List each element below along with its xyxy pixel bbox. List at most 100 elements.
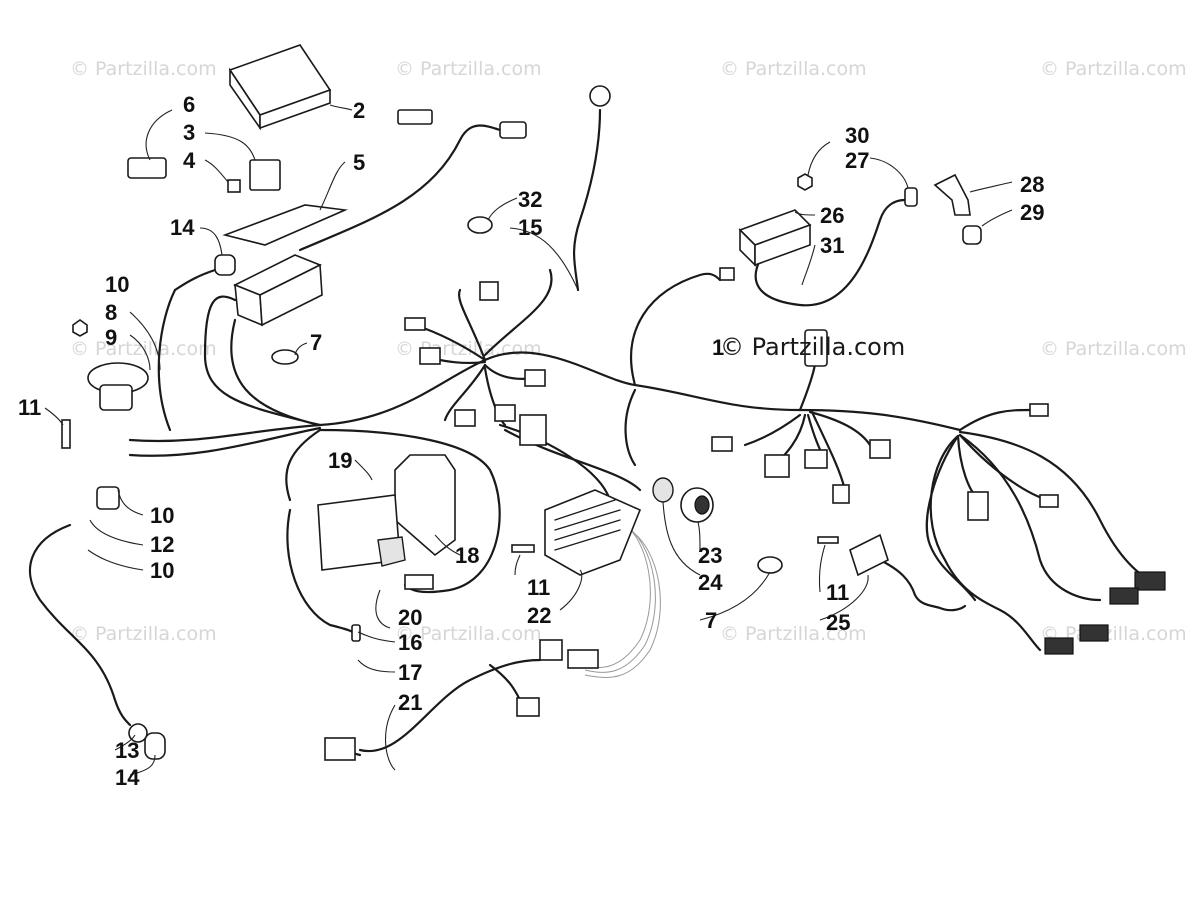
callout-25: 25 bbox=[826, 610, 850, 635]
starter-solenoid bbox=[87, 362, 149, 411]
fuse-label-sheet bbox=[222, 204, 348, 246]
connector bbox=[832, 484, 850, 504]
nut bbox=[72, 319, 88, 337]
connector bbox=[1044, 637, 1074, 655]
connector bbox=[494, 404, 516, 422]
connector bbox=[479, 281, 499, 301]
nut bbox=[797, 173, 813, 191]
callout-15: 15 bbox=[518, 215, 542, 240]
connector bbox=[869, 439, 891, 459]
callout-6: 6 bbox=[183, 92, 195, 117]
connector bbox=[567, 649, 599, 669]
hose-cap bbox=[962, 225, 982, 245]
callout-21: 21 bbox=[398, 690, 422, 715]
connector bbox=[404, 317, 426, 331]
watermark-text: © Partzilla.com bbox=[70, 58, 217, 80]
wire-clip bbox=[757, 556, 783, 574]
callout-32: 32 bbox=[518, 187, 542, 212]
fuse-box-cover bbox=[228, 44, 332, 131]
callout-16: 16 bbox=[398, 630, 422, 655]
callout-29: 29 bbox=[1020, 200, 1044, 225]
connector bbox=[1079, 624, 1109, 642]
callout-3: 3 bbox=[183, 120, 195, 145]
main-harness bbox=[28, 108, 1152, 757]
connector bbox=[524, 369, 546, 387]
connector bbox=[1109, 587, 1139, 605]
cdi-unit bbox=[317, 494, 406, 571]
watermark-text: © Partzilla.com bbox=[720, 58, 867, 80]
watermark-text: © Partzilla.com bbox=[395, 58, 542, 80]
connector bbox=[397, 109, 433, 125]
parts-layer bbox=[61, 44, 1166, 761]
callout-labels: 1 © Partzilla.com 2 3 4 5 6 7 7 8 9 10 1… bbox=[18, 92, 1044, 790]
watermark-text: © Partzilla.com bbox=[1040, 623, 1187, 645]
leader-lines bbox=[44, 104, 1013, 776]
connector bbox=[719, 267, 735, 281]
connector bbox=[454, 409, 476, 427]
connector bbox=[967, 491, 989, 521]
callout-10: 10 bbox=[105, 272, 129, 297]
hose-fitting bbox=[904, 187, 918, 207]
screw bbox=[817, 536, 839, 544]
ecu-bracket bbox=[394, 454, 456, 557]
callout-14: 14 bbox=[170, 215, 195, 240]
voltage-regulator bbox=[544, 489, 642, 576]
connector bbox=[324, 737, 356, 761]
sensor-plate bbox=[849, 533, 889, 577]
callout-4: 4 bbox=[183, 148, 196, 173]
callout-10: 10 bbox=[150, 503, 174, 528]
connector bbox=[804, 449, 828, 469]
watermark-text: © Partzilla.com bbox=[1040, 338, 1187, 360]
connector bbox=[404, 574, 434, 590]
callout-11: 11 bbox=[527, 575, 550, 600]
watermark-text: © Partzilla.com bbox=[1040, 58, 1187, 80]
watermark-layer: © Partzilla.com © Partzilla.com © Partzi… bbox=[70, 58, 1187, 645]
outlet-retainer bbox=[652, 477, 674, 503]
callout-12: 12 bbox=[150, 532, 174, 557]
callout-31: 31 bbox=[820, 233, 844, 258]
watermark-text: © Partzilla.com bbox=[395, 623, 542, 645]
fuse bbox=[227, 179, 241, 193]
connector bbox=[1029, 403, 1049, 417]
callout-17: 17 bbox=[398, 660, 422, 685]
callout-14: 14 bbox=[115, 765, 140, 790]
fuse-box bbox=[233, 254, 323, 327]
connector bbox=[539, 639, 563, 661]
screw bbox=[511, 544, 535, 553]
callout-19: 19 bbox=[328, 448, 352, 473]
relay-block bbox=[127, 157, 167, 179]
connector bbox=[711, 436, 733, 452]
connector bbox=[1134, 571, 1166, 591]
ring-terminal bbox=[589, 85, 611, 107]
sensor bbox=[351, 624, 361, 642]
callout-30: 30 bbox=[845, 123, 869, 148]
callout-11: 11 bbox=[826, 580, 849, 605]
hose-elbow bbox=[933, 173, 971, 216]
callout-18: 18 bbox=[455, 543, 479, 568]
callout-1: 1 bbox=[712, 335, 724, 360]
connector bbox=[1039, 494, 1059, 508]
power-outlet bbox=[680, 487, 714, 523]
callout-22: 22 bbox=[527, 603, 551, 628]
callout-27: 27 bbox=[845, 148, 869, 173]
wire-clip bbox=[467, 216, 493, 234]
callout-10: 10 bbox=[150, 558, 174, 583]
bracket bbox=[96, 486, 120, 510]
connector bbox=[764, 454, 790, 478]
callout-2: 2 bbox=[353, 98, 365, 123]
wire-clip bbox=[271, 349, 299, 365]
callout-5: 5 bbox=[353, 150, 365, 175]
watermark-text: © Partzilla.com bbox=[70, 623, 217, 645]
watermark-text: © Partzilla.com bbox=[720, 333, 905, 361]
callout-8: 8 bbox=[105, 300, 117, 325]
terminal-boot bbox=[214, 254, 236, 276]
callout-26: 26 bbox=[820, 203, 844, 228]
screw bbox=[61, 419, 71, 449]
connector bbox=[519, 414, 547, 446]
watermark-text: © Partzilla.com bbox=[720, 623, 867, 645]
relay bbox=[249, 159, 281, 191]
callout-13: 13 bbox=[115, 738, 139, 763]
callout-7: 7 bbox=[705, 608, 717, 633]
callout-20: 20 bbox=[398, 605, 422, 630]
